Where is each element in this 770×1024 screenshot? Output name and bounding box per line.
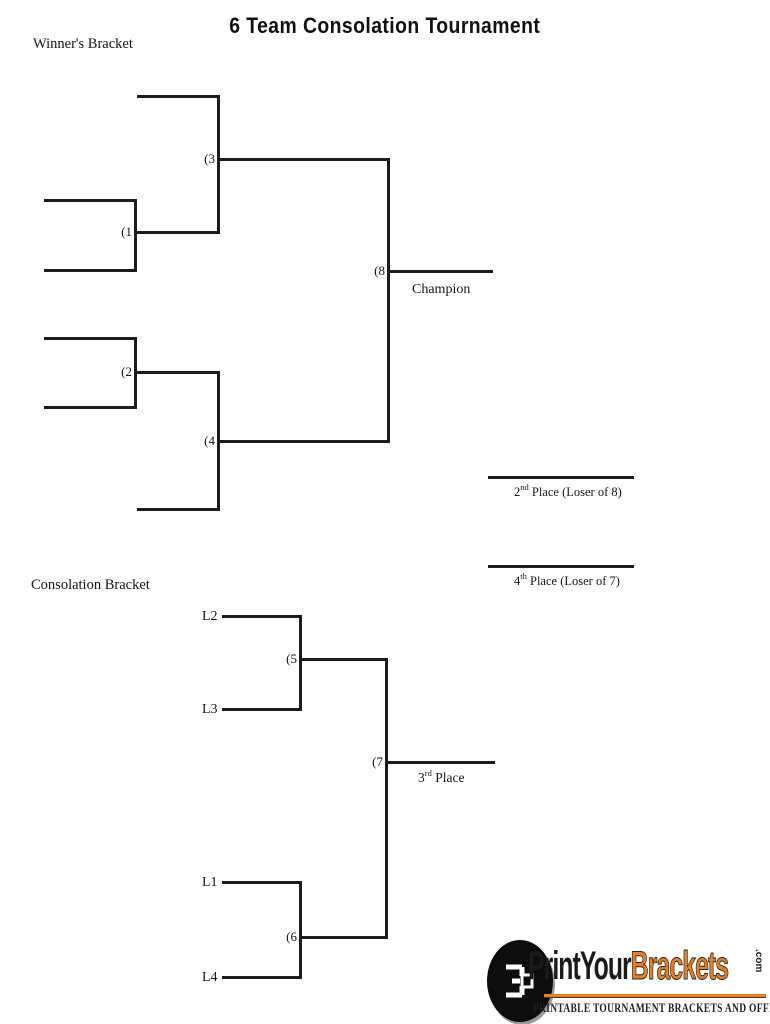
logo-wordmark: PrintYourBrackets — [528, 944, 729, 989]
champion-label: Champion — [412, 282, 471, 297]
team-l4-label: L4 — [202, 970, 218, 985]
bye-bottom-team-line — [137, 508, 220, 511]
loser3-team-line — [222, 708, 302, 711]
consolation-bracket-label: Consolation Bracket — [31, 577, 150, 593]
game1-top-team-line — [44, 199, 137, 202]
champion-line — [387, 270, 493, 273]
fourth-place-line — [488, 565, 634, 568]
game5-winner-line — [299, 658, 388, 661]
game5-connector — [299, 615, 302, 711]
third-place-label: 3rd Place — [418, 768, 465, 785]
game3-winner-line — [217, 158, 390, 161]
game1-connector — [134, 199, 137, 272]
fourth-place-label: 4th Place (Loser of 7) — [514, 571, 620, 588]
game4-winner-line — [217, 440, 390, 443]
logo-com-suffix: .com — [753, 949, 764, 973]
logo-tagline: PRINTABLE TOURNAMENT BRACKETS AND OFFICE… — [533, 1001, 770, 1015]
winners-bracket-label: Winner's Bracket — [33, 36, 133, 52]
team-l1-label: L1 — [202, 875, 218, 890]
game6-number: (6 — [286, 929, 297, 944]
page-title: 6 Team Consolation Tournament — [229, 13, 541, 38]
game1-winner-line — [134, 231, 220, 234]
loser2-team-line — [222, 615, 302, 618]
game4-number: (4 — [204, 433, 215, 448]
logo-divider — [544, 994, 766, 998]
game3-connector — [217, 95, 220, 234]
game3-number: (3 — [204, 151, 215, 166]
game8-connector — [387, 158, 390, 443]
game7-number: (7 — [372, 754, 383, 769]
bye-top-team-line — [137, 95, 220, 98]
third-place-line — [385, 761, 495, 764]
team-l2-label: L2 — [202, 609, 218, 624]
second-place-label: 2nd Place (Loser of 8) — [514, 482, 622, 499]
logo-printyourbrackets: PrintYourBrackets .com PRINTABLE TOURNAM… — [486, 938, 770, 1024]
game1-number: (1 — [121, 224, 132, 239]
game2-top-team-line — [44, 337, 137, 340]
game5-number: (5 — [286, 651, 297, 666]
game2-bottom-team-line — [44, 406, 137, 409]
second-place-line — [488, 476, 634, 479]
game2-number: (2 — [121, 364, 132, 379]
game6-winner-line — [299, 936, 388, 939]
game8-number: (8 — [374, 263, 385, 278]
team-l3-label: L3 — [202, 702, 218, 717]
loser4-team-line — [222, 976, 302, 979]
bracket-logo-icon — [489, 942, 551, 1020]
loser1-team-line — [222, 881, 302, 884]
game6-connector — [299, 881, 302, 979]
game2-winner-line — [134, 371, 220, 374]
game7-connector — [385, 658, 388, 939]
game1-bottom-team-line — [44, 269, 137, 272]
